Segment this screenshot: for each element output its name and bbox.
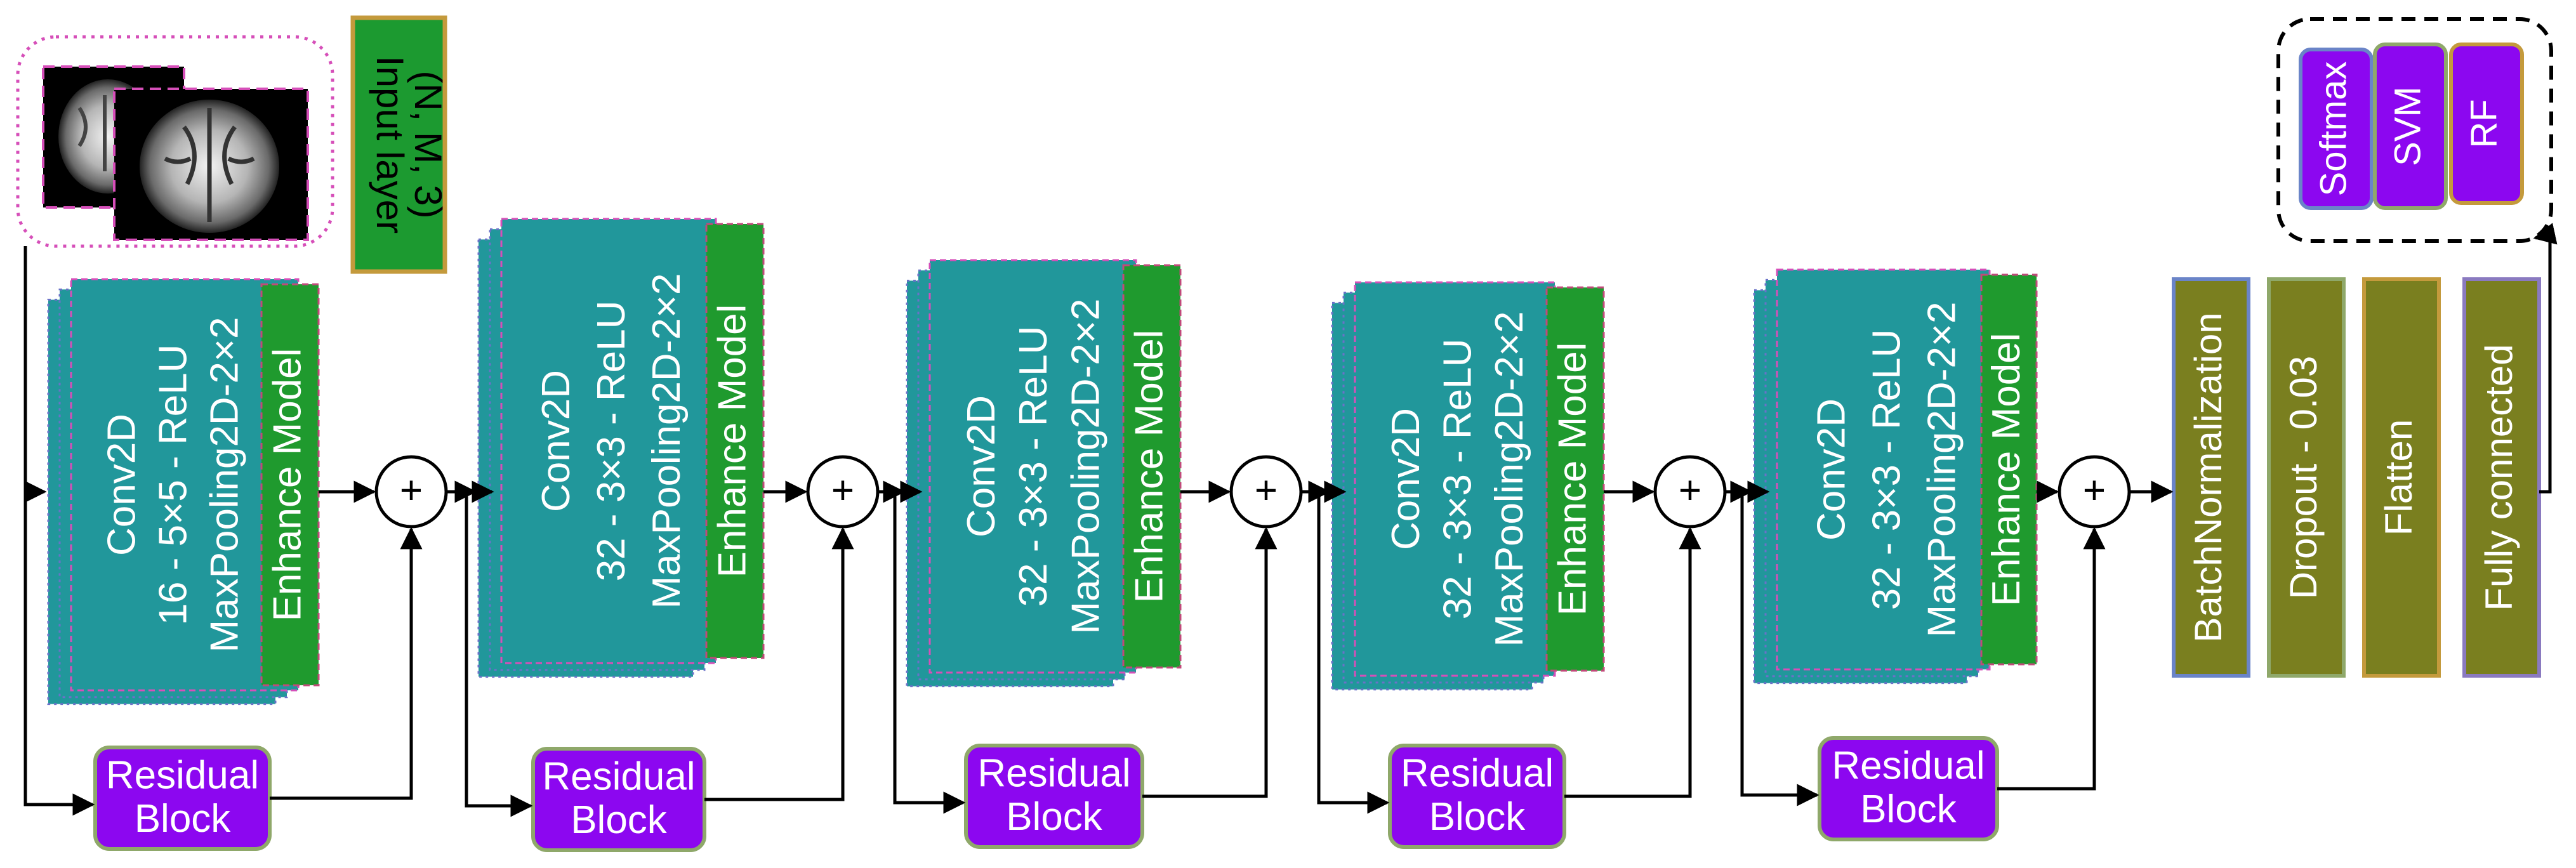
head-layer-4: Fully connected bbox=[2462, 277, 2541, 678]
residual-block-label: Block bbox=[1860, 787, 1957, 831]
conv-block bbox=[1354, 281, 1556, 677]
add-symbol: + bbox=[831, 468, 854, 512]
add-symbol: + bbox=[1679, 468, 1701, 512]
classifier-label: SVM bbox=[2387, 86, 2428, 166]
residual-block-label: Residual bbox=[106, 753, 259, 797]
classifier-label: Softmax bbox=[2313, 62, 2354, 197]
residual-block-label: Residual bbox=[1401, 751, 1554, 795]
add-symbol: + bbox=[400, 468, 423, 512]
conv-stage-2: Conv2D 32 - 3×3 - ReLU MaxPooling2D-2×2 Enh… bbox=[477, 218, 880, 852]
enhance-model-block bbox=[705, 223, 765, 659]
connector-arrow bbox=[465, 492, 533, 817]
enhance-model-label: Enhance Model bbox=[265, 348, 309, 622]
input-images-frame bbox=[16, 35, 334, 248]
conv-filter-spec: 32 - 3×3 - ReLU bbox=[1436, 339, 1479, 620]
connection-arrows bbox=[23, 223, 2558, 817]
connector-arrow bbox=[1740, 492, 1820, 806]
residual-block-label: Residual bbox=[977, 751, 1130, 795]
conv-block bbox=[1776, 268, 1991, 671]
brain-mri-slices-icon bbox=[42, 65, 309, 241]
add-symbol: + bbox=[2083, 468, 2106, 512]
maxpool-spec: MaxPooling2D-2×2 bbox=[1920, 301, 1964, 637]
connector-arrow bbox=[1142, 527, 1278, 798]
head-layer-label: Dropout - 0.03 bbox=[2282, 356, 2325, 600]
head-layer-box bbox=[2172, 277, 2250, 678]
conv-filter-spec: 32 - 3×3 - ReLU bbox=[590, 301, 633, 582]
head-layer-label: BatchNormalization bbox=[2187, 312, 2229, 642]
classifier-softmax bbox=[2299, 48, 2374, 210]
maxpool-spec: MaxPooling2D-2×2 bbox=[645, 273, 689, 608]
enhance-model-block bbox=[1980, 273, 2038, 666]
conv-layer-name: Conv2D bbox=[1384, 408, 1428, 550]
input-layer-label: Input layer bbox=[369, 56, 411, 233]
input-layer-shape: (N, M, 3) bbox=[407, 70, 449, 218]
residual-block-label: Residual bbox=[542, 754, 695, 798]
head-layer-label: Flatten bbox=[2377, 419, 2420, 536]
conv-layer-name: Conv2D bbox=[960, 395, 1003, 537]
connector-arrow bbox=[1564, 527, 1701, 798]
conv-filter-spec: 16 - 5×5 - ReLU bbox=[151, 345, 195, 626]
residual-block-label: Block bbox=[1429, 795, 1526, 839]
conv-layer-name: Conv2D bbox=[100, 414, 143, 556]
head-layer-3: Flatten bbox=[2362, 277, 2441, 678]
connector-arrow bbox=[270, 527, 423, 800]
conv-filter-spec: 32 - 3×3 - ReLU bbox=[1012, 326, 1055, 607]
connector-arrow bbox=[1317, 492, 1390, 814]
enhance-model-label: Enhance Model bbox=[1550, 343, 1594, 616]
enhance-model-label: Enhance Model bbox=[710, 305, 754, 578]
residual-block-label: Block bbox=[571, 798, 668, 842]
enhance-model-block bbox=[1122, 264, 1182, 669]
residual-block-label: Residual bbox=[1832, 744, 1985, 787]
enhance-model-label: Enhance Model bbox=[1985, 333, 2028, 607]
conv-layer-name: Conv2D bbox=[1810, 398, 1854, 541]
head-layer-box bbox=[2267, 277, 2346, 678]
head-layer-box bbox=[2462, 277, 2541, 678]
conv-block bbox=[928, 259, 1137, 674]
conv-stage-5: Conv2D 32 - 3×3 - ReLU MaxPooling2D-2×2 Enh… bbox=[1753, 268, 2131, 841]
conv-layer-name: Conv2D bbox=[534, 370, 578, 512]
connector-arrow bbox=[23, 492, 95, 816]
input-images-group bbox=[16, 35, 334, 248]
enhance-model-block bbox=[260, 283, 320, 687]
residual-block-label: Block bbox=[135, 797, 232, 841]
maxpool-spec: MaxPooling2D-2×2 bbox=[202, 317, 246, 652]
head-layer-box bbox=[2362, 277, 2441, 678]
conv-block bbox=[500, 218, 717, 664]
classifier-svm bbox=[2373, 43, 2448, 210]
classification-head: BatchNormalization Dropout - 0.03 Flatten F… bbox=[2172, 17, 2553, 678]
maxpool-spec: MaxPooling2D-2×2 bbox=[1488, 311, 1531, 647]
enhance-model-block bbox=[1545, 286, 1605, 672]
conv-filter-spec: 32 - 3×3 - ReLU bbox=[1865, 329, 1908, 610]
enhance-model-label: Enhance Model bbox=[1127, 330, 1171, 603]
conv-block bbox=[70, 278, 300, 692]
maxpool-spec: MaxPooling2D-2×2 bbox=[1064, 298, 1107, 634]
classifier-group: Softmax SVM RF bbox=[2276, 17, 2553, 243]
classifier-frame bbox=[2276, 17, 2553, 243]
connector-arrow bbox=[1997, 527, 2106, 791]
classifier-rf bbox=[2449, 43, 2524, 205]
connector-arrow bbox=[893, 492, 966, 814]
head-layer-1: BatchNormalization bbox=[2172, 277, 2250, 678]
classifier-label: RF bbox=[2463, 99, 2504, 148]
add-symbol: + bbox=[1255, 468, 1278, 512]
head-layer-2: Dropout - 0.03 bbox=[2267, 277, 2346, 678]
head-layer-label: Fully connected bbox=[2478, 344, 2520, 610]
connector-arrow bbox=[2533, 223, 2558, 494]
input-layer-box: Input layer (N, M, 3) bbox=[350, 15, 449, 274]
residual-block-label: Block bbox=[1006, 795, 1103, 839]
connector-arrow bbox=[704, 527, 854, 801]
